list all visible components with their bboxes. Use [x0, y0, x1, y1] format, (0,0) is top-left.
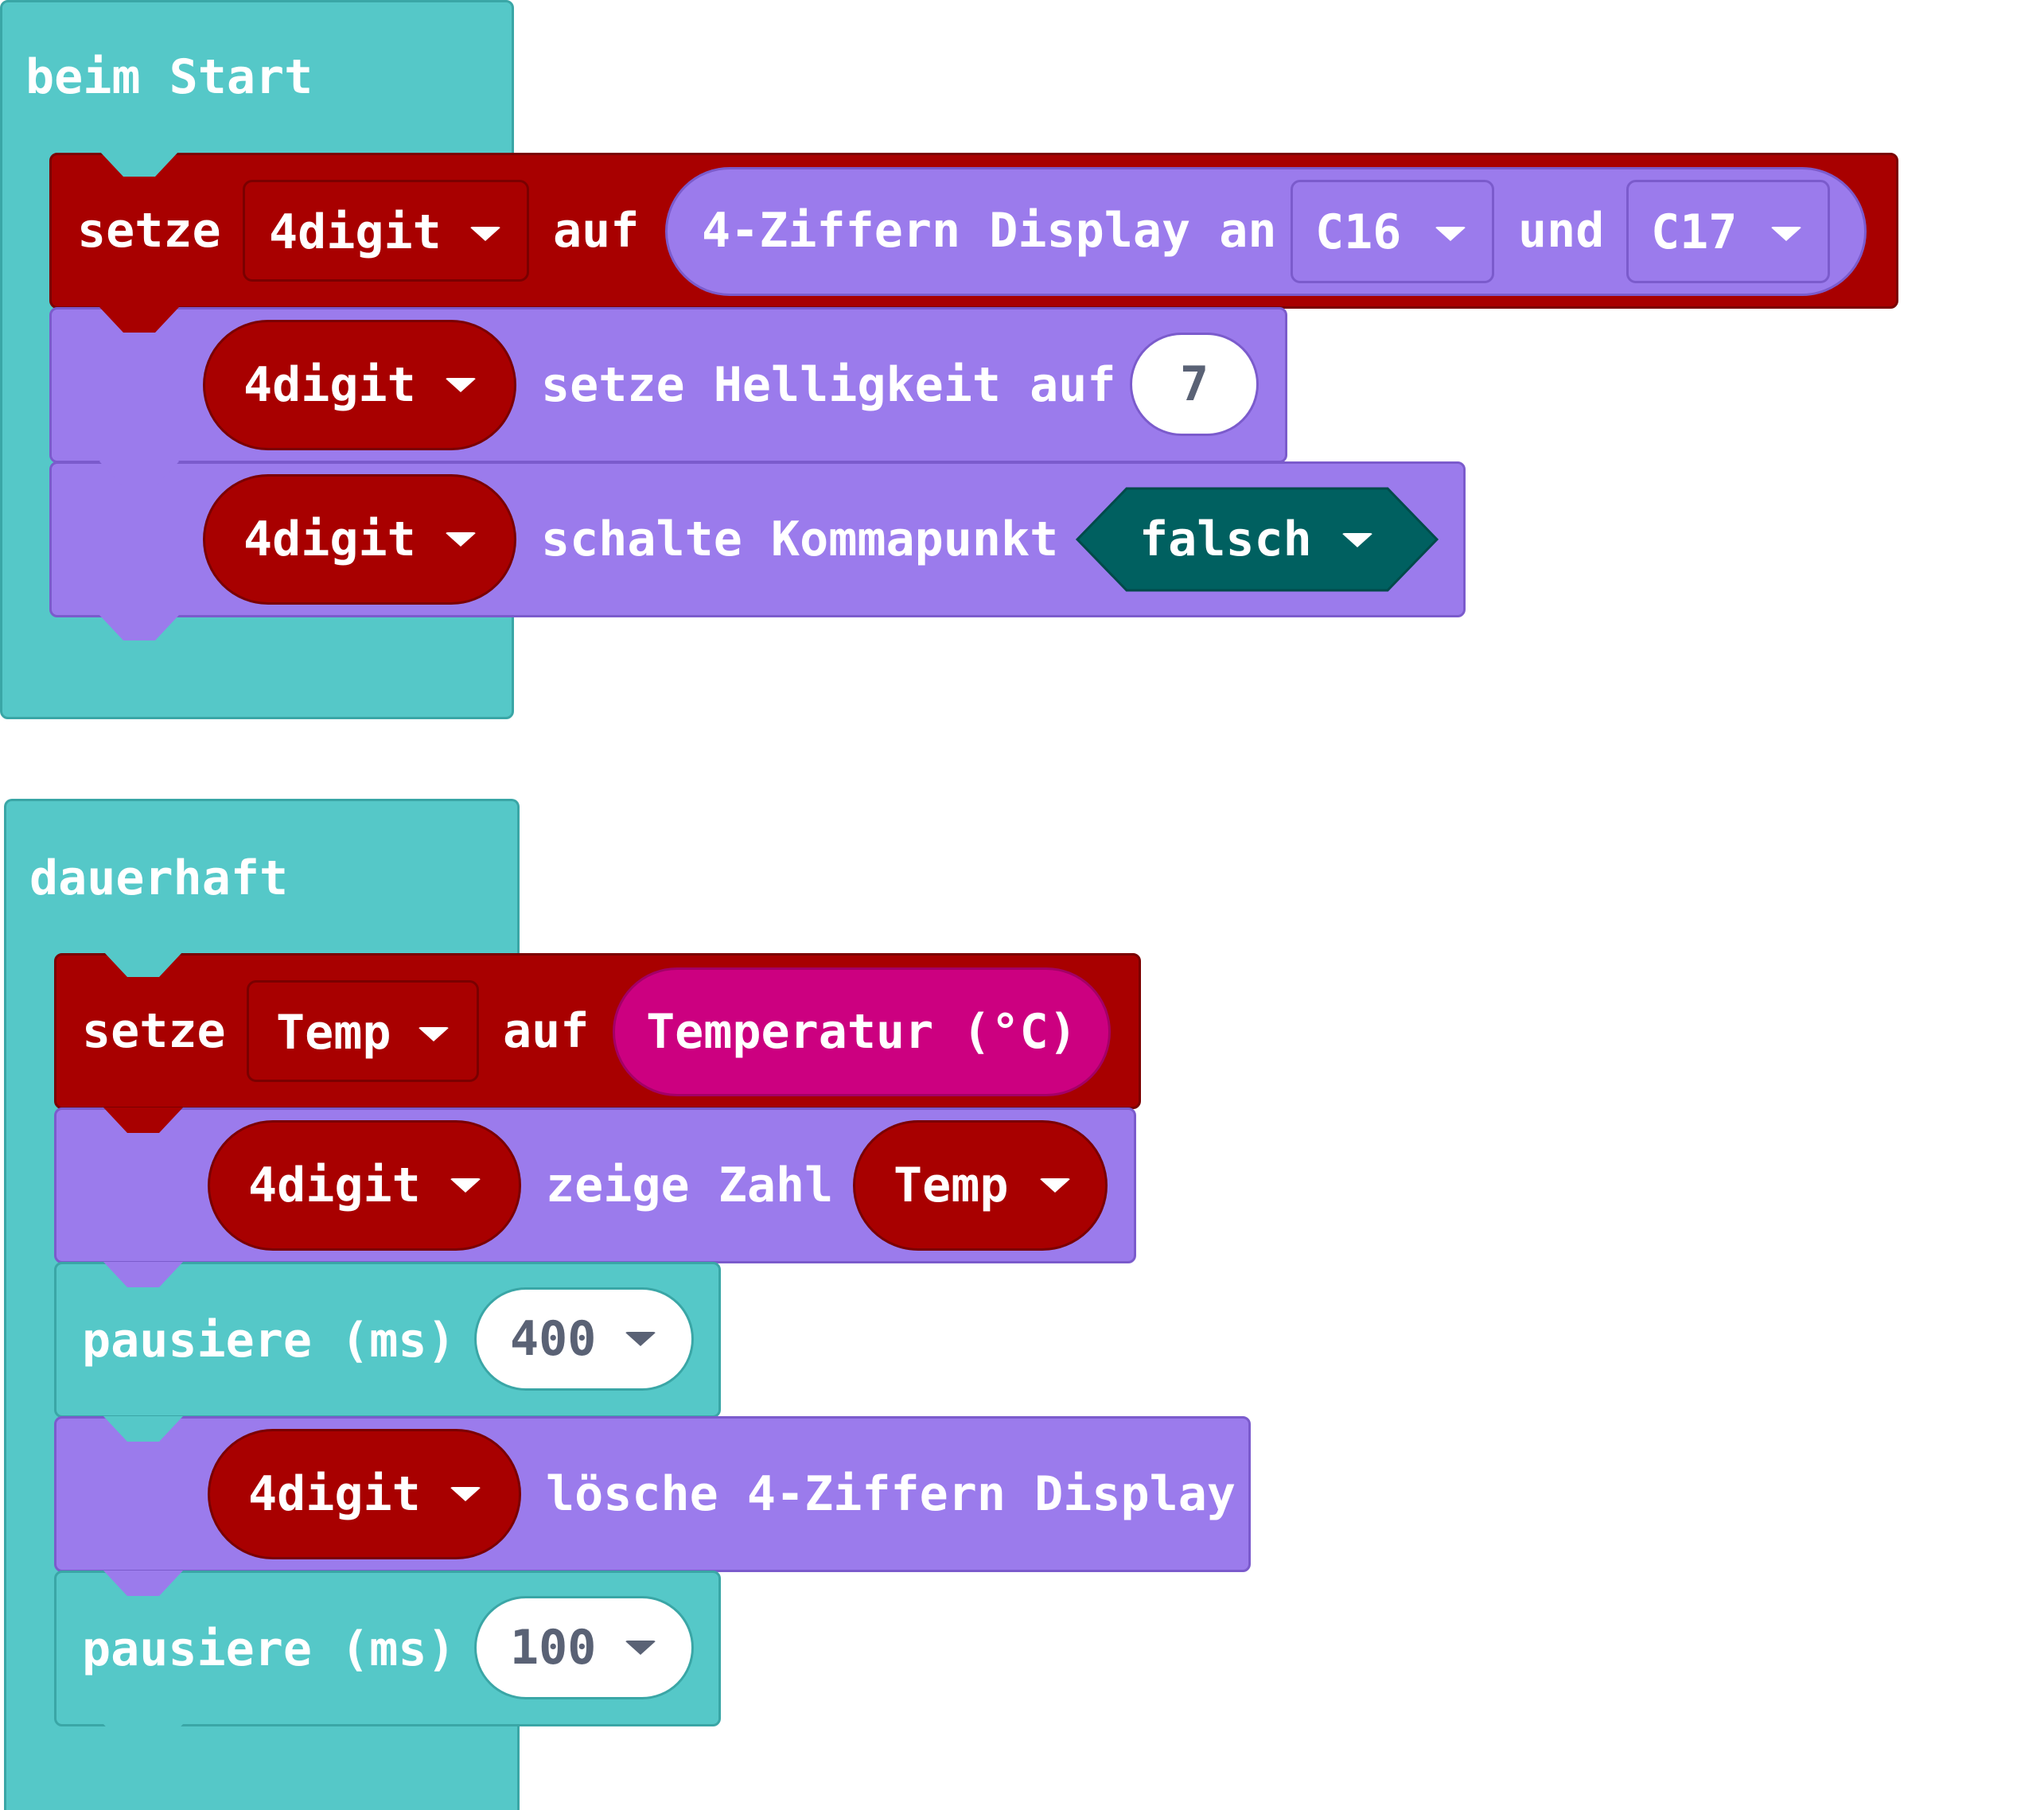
set-temp-bottom-notch: [103, 1107, 183, 1133]
chevron-down-icon: [625, 1332, 657, 1346]
to-keyword: auf: [503, 1003, 590, 1059]
to-keyword: auf: [553, 203, 640, 259]
pin-dropdown-clk-label: C16: [1315, 204, 1402, 260]
pause-400-bottom-notch: [103, 1416, 183, 1442]
set-4digit-bottom-notch-overlay: [99, 307, 179, 333]
chevron-down-icon: [469, 227, 501, 241]
chevron-down-icon[interactable]: [1341, 533, 1373, 547]
clear-display-bottom-notch: [103, 1571, 183, 1596]
toggle-decimal-bottom-notch: [99, 615, 179, 640]
temp-variable-pill[interactable]: Temp: [853, 1120, 1108, 1251]
pause-duration-dropdown[interactable]: 100: [474, 1596, 694, 1699]
temp-variable-label: Temp: [894, 1158, 1009, 1213]
chevron-down-icon: [444, 378, 477, 392]
clear-display-label: lösche 4-Ziffern Display: [546, 1466, 1236, 1522]
chevron-down-icon: [1038, 1178, 1071, 1193]
display-variable-label: 4digit: [243, 512, 416, 567]
pin-dropdown-dio[interactable]: C17: [1626, 180, 1830, 283]
variable-dropdown-4digit[interactable]: 4digit: [243, 180, 529, 282]
show-number-label: zeige Zahl: [546, 1158, 834, 1213]
temperature-sensor-block[interactable]: Temperatur (°C): [613, 967, 1111, 1096]
chevron-down-icon: [449, 1178, 481, 1193]
toggle-decimal-label: schalte Kommapunkt: [541, 512, 1059, 567]
brightness-value: 7: [1179, 356, 1209, 412]
temperature-sensor-label: Temperatur (°C): [646, 1004, 1077, 1060]
brightness-value-input[interactable]: 7: [1130, 333, 1259, 436]
boolean-dropdown-label: falsch: [1139, 512, 1312, 567]
display-variable-pill[interactable]: 4digit: [203, 474, 516, 605]
on-start-label: beim Start: [25, 49, 313, 105]
pin-dropdown-dio-label: C17: [1651, 204, 1738, 260]
set-brightness-label: setze Helligkeit auf: [541, 357, 1116, 413]
pause-100-bottom-notch: [103, 1724, 183, 1750]
display-variable-pill[interactable]: 4digit: [208, 1429, 521, 1559]
pause-duration-value: 100: [510, 1620, 597, 1676]
chevron-down-icon: [418, 1027, 450, 1041]
display-init-label: 4-Ziffern Display an: [702, 203, 1277, 259]
pause-duration-value: 400: [510, 1311, 597, 1367]
chevron-down-icon: [625, 1641, 657, 1655]
boolean-dropdown-shape[interactable]: [1074, 487, 1440, 592]
show-number-bottom-notch: [103, 1262, 183, 1287]
toggle-decimal-top-notch: [99, 461, 179, 487]
set-temp-top-notch: [103, 952, 183, 977]
forever-label: dauerhaft: [29, 851, 289, 906]
chevron-down-icon: [1770, 227, 1802, 241]
chevron-down-icon: [449, 1487, 481, 1501]
display-variable-pill[interactable]: 4digit: [203, 320, 516, 450]
on-start-hat-block-body: [2, 150, 53, 619]
variable-dropdown-label: Temp: [276, 1005, 391, 1061]
variable-dropdown-label: 4digit: [269, 204, 442, 260]
set-keyword: setze: [82, 1003, 226, 1059]
pause-label: pausiere (ms): [82, 1313, 456, 1368]
set-keyword: setze: [77, 203, 221, 259]
chevron-down-icon: [1435, 227, 1466, 241]
display-variable-label: 4digit: [248, 1466, 421, 1522]
pause-duration-dropdown[interactable]: 400: [474, 1287, 694, 1391]
chevron-down-icon: [444, 532, 477, 547]
pause-label: pausiere (ms): [82, 1621, 456, 1677]
and-keyword: und: [1518, 203, 1605, 259]
display-variable-label: 4digit: [248, 1158, 421, 1213]
display-variable-label: 4digit: [243, 357, 416, 413]
set-4digit-top-notch: [99, 151, 179, 177]
pin-dropdown-clk[interactable]: C16: [1291, 180, 1494, 283]
variable-dropdown-temp[interactable]: Temp: [247, 980, 479, 1082]
display-variable-pill[interactable]: 4digit: [208, 1120, 521, 1251]
